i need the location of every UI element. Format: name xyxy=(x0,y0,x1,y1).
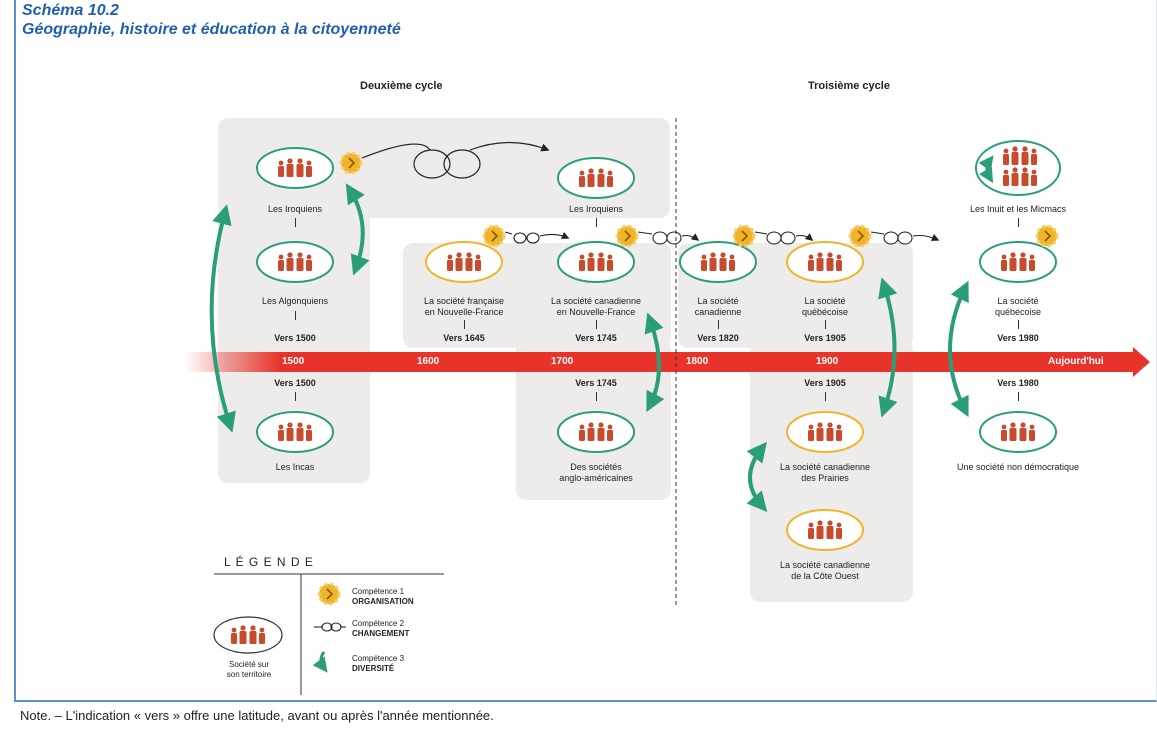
change-icon xyxy=(361,141,550,179)
label-canadienne-1820-line1: La société xyxy=(697,296,739,306)
change-icon xyxy=(870,231,940,245)
society-iroquois-2 xyxy=(557,157,635,199)
society-iroquois-1 xyxy=(256,147,334,189)
diversity-arrow xyxy=(345,183,370,276)
legend-c1-label: Compétence 1 xyxy=(352,587,405,596)
connector xyxy=(825,392,826,401)
organisation-icon xyxy=(482,224,506,248)
connector xyxy=(295,311,296,320)
label-non-democratique: Une société non démocratique xyxy=(956,462,1080,472)
date-anglo: Vers 1745 xyxy=(575,378,617,388)
organisation-icon xyxy=(848,224,872,248)
label-nf-francaise-line1: La société française xyxy=(423,296,505,306)
legend-c1-name: ORGANISATION xyxy=(352,597,414,606)
label-nf-canadienne-line1: La société canadienne xyxy=(550,296,642,306)
organisation-icon xyxy=(339,151,363,175)
timeline-tick-1500: 1500 xyxy=(282,356,305,367)
date-non-democratique: Vers 1980 xyxy=(997,378,1039,388)
label-iroquois-1: Les Iroquiens xyxy=(267,204,323,214)
legend-c2-label: Compétence 2 xyxy=(352,619,405,628)
label-quebecoise-1980-line2: québécoise xyxy=(994,307,1042,317)
connector xyxy=(295,392,296,401)
legend-society-line1: Société sur xyxy=(228,660,270,669)
timeline-tick-1600: 1600 xyxy=(417,356,440,367)
diversity-arrow xyxy=(644,312,665,413)
date-canadienne-1820: Vers 1820 xyxy=(697,333,739,343)
society-non-democratique xyxy=(979,411,1057,453)
date-incas: Vers 1500 xyxy=(274,378,316,388)
organisation-icon xyxy=(615,224,639,248)
footnote: Note. – L'indication « vers » offre une … xyxy=(20,708,494,723)
date-quebecoise-1905: Vers 1905 xyxy=(804,333,846,343)
cycle-label-second: Deuxième cycle xyxy=(360,80,443,92)
date-nf-canadienne: Vers 1745 xyxy=(575,333,617,343)
connector xyxy=(295,218,296,227)
label-quebecoise-1905-line2: québécoise xyxy=(801,307,849,317)
change-icon xyxy=(637,231,700,245)
legend-title: L É G E N D E xyxy=(224,555,314,569)
legend-c3-label: Compétence 3 xyxy=(352,654,405,663)
label-nf-canadienne-line2: en Nouvelle-France xyxy=(556,307,636,317)
timeline-arrowhead xyxy=(1133,347,1150,377)
label-iroquois-2: Les Iroquiens xyxy=(568,204,624,214)
label-anglo-line1: Des sociétés xyxy=(570,462,622,472)
figure-title: Géographie, histoire et éducation à la c… xyxy=(22,21,401,38)
connector xyxy=(1018,392,1019,401)
society-anglo-americaines xyxy=(557,411,635,453)
connector xyxy=(596,392,597,401)
label-canadienne-1820-line2: canadienne xyxy=(694,307,742,317)
diversity-arrow xyxy=(878,277,898,418)
label-cote-ouest-line2: de la Côte Ouest xyxy=(791,571,859,581)
society-prairies xyxy=(786,411,864,453)
connector xyxy=(825,320,826,329)
date-nf-francaise: Vers 1645 xyxy=(443,333,485,343)
society-incas xyxy=(256,411,334,453)
connector xyxy=(718,320,719,329)
society-nf-canadienne xyxy=(557,241,635,283)
timeline-tick-1700: 1700 xyxy=(551,356,574,367)
society-canadienne-1820 xyxy=(679,241,757,283)
date-quebecoise-1980: Vers 1980 xyxy=(997,333,1039,343)
connector xyxy=(596,320,597,329)
label-anglo-line2: anglo-américaines xyxy=(559,473,633,483)
label-inuit-micmacs: Les Inuit et les Micmacs xyxy=(969,204,1067,214)
label-algonquiens: Les Algonquiens xyxy=(261,296,329,306)
society-quebecoise-1905 xyxy=(786,241,864,283)
society-quebecoise-1980 xyxy=(979,241,1057,283)
label-prairies-line1: La société canadienne xyxy=(779,462,871,472)
connector xyxy=(464,320,465,329)
organisation-icon xyxy=(1035,224,1059,248)
change-icon xyxy=(754,231,814,245)
diversity-arrow xyxy=(746,441,768,513)
connector xyxy=(596,218,597,227)
change-icon xyxy=(504,231,570,244)
society-cote-ouest xyxy=(786,509,864,551)
date-prairies: Vers 1905 xyxy=(804,378,846,388)
timeline-tick-1900: 1900 xyxy=(816,356,839,367)
date-algonquiens: Vers 1500 xyxy=(274,333,316,343)
label-nf-francaise-line2: en Nouvelle-France xyxy=(424,307,504,317)
legend-c2-name: CHANGEMENT xyxy=(352,629,410,638)
legend-c3-name: DIVERSITÉ xyxy=(352,664,395,673)
cycle-label-third: Troisième cycle xyxy=(808,80,890,92)
society-inuit-micmacs xyxy=(975,140,1061,196)
label-incas: Les Incas xyxy=(275,462,315,472)
society-nf-francaise xyxy=(425,241,503,283)
timeline-tick-1800: 1800 xyxy=(686,356,709,367)
organisation-icon xyxy=(732,224,756,248)
society-algonquiens xyxy=(256,241,334,283)
legend-society-line2: son territoire xyxy=(226,670,272,679)
label-quebecoise-1980-line1: La société xyxy=(997,296,1039,306)
connector xyxy=(1018,320,1019,329)
legend-graphics xyxy=(213,573,444,695)
diversity-arrow xyxy=(209,204,236,433)
connector xyxy=(1018,218,1019,227)
schema-number: Schéma 10.2 xyxy=(22,2,119,19)
label-prairies-line2: des Prairies xyxy=(801,473,849,483)
label-quebecoise-1905-line1: La société xyxy=(804,296,846,306)
timeline-tick-today: Aujourd'hui xyxy=(1048,356,1104,367)
diversity-arrow xyxy=(948,280,969,418)
label-cote-ouest-line1: La société canadienne xyxy=(779,560,871,570)
